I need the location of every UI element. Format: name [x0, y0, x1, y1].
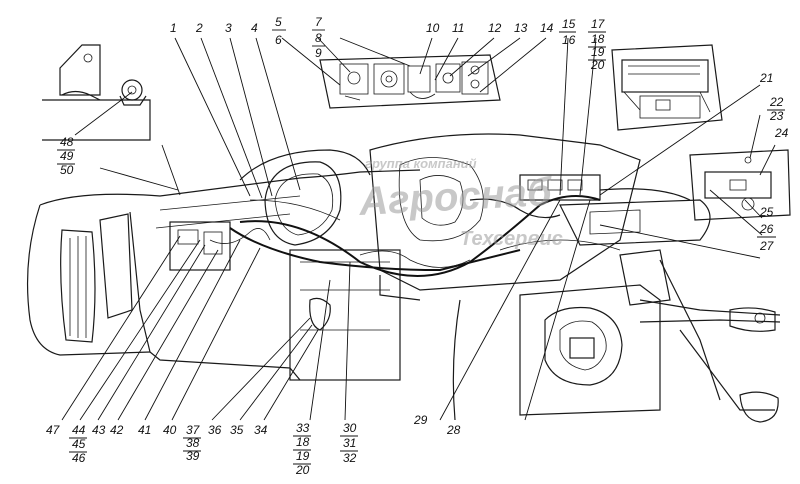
callout-18: 18 [591, 32, 605, 46]
callout-6: 6 [275, 33, 282, 47]
callout-17: 17 [591, 17, 606, 31]
callout-numbers-top: 1 2 3 4 5 6 7 8 9 10 11 12 13 14 15 16 1… [170, 15, 606, 72]
watermark-line3: Техсервис [460, 228, 563, 250]
callout-9: 9 [315, 46, 322, 60]
watermark-line2: Агроснаб [357, 170, 554, 224]
callout-4: 4 [251, 21, 258, 35]
callout-32: 32 [343, 451, 357, 465]
callout-numbers-inset-left: 48 49 50 [57, 135, 75, 177]
inset-switch-panel [319, 54, 501, 109]
callout-31: 31 [343, 436, 356, 450]
callout-27: 27 [759, 239, 775, 253]
callout-48: 48 [60, 135, 74, 149]
callout-22: 22 [769, 95, 784, 109]
callout-19: 19 [591, 45, 605, 59]
wiring-harness [209, 195, 601, 301]
callout-24: 24 [774, 126, 789, 140]
callout-42: 42 [110, 423, 124, 437]
callout-46: 46 [72, 451, 86, 465]
callout-43: 43 [92, 423, 106, 437]
callout-26: 26 [759, 222, 774, 236]
callout-35: 35 [230, 423, 244, 437]
callout-10: 10 [426, 21, 440, 35]
callout-37: 37 [186, 423, 201, 437]
callout-21: 21 [759, 71, 773, 85]
callout-16: 16 [562, 33, 576, 47]
callout-49: 49 [60, 149, 74, 163]
callout-38: 38 [186, 436, 200, 450]
inset-right-switch [689, 149, 791, 221]
callout-40: 40 [163, 423, 177, 437]
callout-36: 36 [208, 423, 222, 437]
inset-bracket [42, 44, 151, 141]
callout-8: 8 [315, 31, 322, 45]
watermark: группа компаний Агроснаб Техсервис [357, 156, 563, 250]
callout-numbers-right: 21 22 23 24 25 26 27 [757, 71, 789, 253]
callout-33: 33 [296, 421, 310, 435]
callout-5: 5 [275, 15, 282, 29]
callout-29: 29 [413, 413, 428, 427]
callout-28: 28 [446, 423, 461, 437]
callout-50: 50 [60, 163, 74, 177]
callout-15: 15 [562, 17, 576, 31]
rear-hitch [452, 239, 781, 423]
callout-11: 11 [452, 21, 464, 35]
callout-14: 14 [540, 21, 554, 35]
callout-2: 2 [195, 21, 203, 35]
callout-numbers-bottom: 28 29 30 31 32 33 18 19 20 34 35 36 37 3… [46, 413, 461, 477]
leader-lines [61, 37, 776, 421]
callout-7: 7 [315, 15, 323, 29]
callout-13: 13 [514, 21, 528, 35]
callout-44: 44 [72, 423, 86, 437]
tractor-body [26, 169, 421, 381]
callout-23: 23 [769, 109, 784, 123]
callout-33-sub18: 18 [296, 435, 310, 449]
callout-1: 1 [170, 21, 177, 35]
callout-20: 20 [590, 58, 605, 72]
cab-interior [369, 133, 711, 291]
callout-12: 12 [488, 21, 502, 35]
callout-47: 47 [46, 423, 61, 437]
callout-34: 34 [254, 423, 268, 437]
callout-33-sub20: 20 [295, 463, 310, 477]
callout-45: 45 [72, 437, 86, 451]
callout-30: 30 [343, 421, 357, 435]
callout-25: 25 [759, 205, 774, 219]
callout-3: 3 [225, 21, 232, 35]
callout-39: 39 [186, 449, 200, 463]
inset-control-box [611, 44, 723, 131]
watermark-line1: группа компаний [365, 156, 477, 171]
callout-41: 41 [138, 423, 151, 437]
callout-33-sub19: 19 [296, 449, 310, 463]
